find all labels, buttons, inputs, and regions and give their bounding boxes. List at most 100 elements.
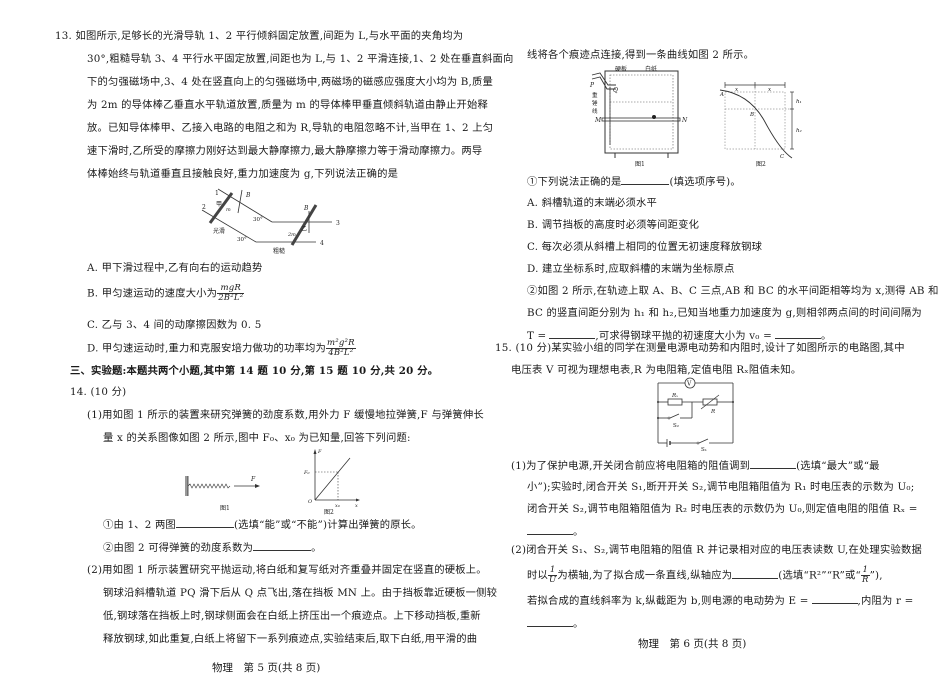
q14-title: 14. (10 分): [70, 386, 127, 398]
answer-blank-2[interactable]: [253, 540, 312, 551]
q15-p2-line4: 。: [527, 616, 584, 631]
t-label: T =: [527, 330, 547, 342]
svg-text:4: 4: [320, 240, 324, 247]
q14-part2-line3: 低,钢球落在挡板上时,钢球侧面会在白纸上挤压出一个痕迹点。上下移动挡板,重新: [103, 610, 481, 622]
page-footer-5: 物理 第 5 页(共 8 页): [212, 662, 321, 674]
q15-p1-line2: 小”);实验时,闭合开关 S₁,断开开关 S₂,调节电阻箱阻值为 R₁ 时电压表…: [527, 481, 915, 493]
line-end: 。: [573, 618, 584, 630]
sub2-text-a: ②由图 2 可得弹簧的劲度系数为: [103, 542, 254, 554]
svg-text:甲: 甲: [216, 201, 222, 208]
q14-2-option-b: B. 调节挡板的高度时必须等间距变化: [527, 219, 700, 231]
svg-text:h₁: h₁: [796, 99, 802, 105]
svg-text:S₂: S₂: [673, 423, 679, 429]
svg-text:光滑: 光滑: [213, 227, 225, 235]
svg-text:2: 2: [202, 204, 206, 211]
svg-text:x₀: x₀: [335, 503, 340, 509]
answer-blank-1[interactable]: [175, 517, 234, 528]
svg-text:B: B: [303, 205, 309, 212]
svg-text:30°: 30°: [237, 237, 247, 243]
svg-text:x: x: [768, 87, 772, 93]
svg-text:O: O: [308, 499, 312, 505]
svg-text:图2: 图2: [756, 161, 766, 168]
sub1-prompt: ①下列说法正确的是: [527, 176, 622, 188]
p2-r-label: ,内阻为 r =: [857, 595, 914, 607]
line-end: 。: [573, 526, 584, 538]
answer-blank-T[interactable]: [549, 328, 596, 339]
svg-text:C: C: [780, 154, 785, 160]
answer-blank-r[interactable]: [527, 616, 573, 627]
p2-text-b: 为横轴,为了拟合成一条直线,纵轴应为: [557, 569, 733, 582]
p1-text-b: (选填“最大”或“最: [796, 460, 880, 472]
answer-blank-E[interactable]: [811, 593, 858, 604]
sub1-text-b: (选填“能”或“不能”)计算出弹簧的原长。: [233, 519, 422, 531]
q15-p1-line3: 闭合开关 S₂,调节电阻箱阻值为 R₂ 时电压表的示数仍为 U₀,则定值电阻的阻…: [527, 503, 918, 515]
q13-line-2: 30°,粗糙导轨 3、4 平行水平固定放置,间距也为 L,与 1、2 平滑连接,…: [87, 53, 514, 65]
continuation-line: 线将各个痕迹点连接,得到一条曲线如图 2 所示。: [527, 49, 755, 61]
svg-text:M: M: [594, 117, 602, 124]
sub1-text-a: ①由 1、2 两图: [103, 519, 176, 531]
svg-text:白纸: 白纸: [645, 65, 657, 73]
svg-text:1: 1: [215, 190, 219, 197]
q13-line-4: 为 2m 的导体棒乙垂直水平轨道放置,质量为 m 的导体棒甲垂直倾斜轨道由静止开…: [87, 99, 488, 111]
svg-text:乙: 乙: [301, 226, 307, 233]
page-5: 13. 如图所示,足够长的光滑导轨 1、2 平行倾斜固定放置,间距为 L,与水平…: [55, 30, 513, 674]
svg-text:线: 线: [592, 107, 598, 115]
option-b-text: B. 甲匀速运动的速度大小为: [87, 287, 218, 300]
svg-text:A: A: [719, 92, 724, 98]
q15-p2-line3: 若拟合成的直线斜率为 k,纵截距为 b,则电源的电动势为 E = ,内阻为 r =: [527, 593, 913, 608]
q13-option-c: C. 乙与 3、4 间的动摩擦因数为 0. 5: [87, 319, 262, 331]
q14-part1-line2: 量 x 的关系图像如图 2 所示,图中 F₀、x₀ 为已知量,回答下列问题:: [103, 432, 411, 444]
q15-line1: 15. (10 分)某实验小组的同学在测量电源电动势和内阻时,设计了如图所示的电…: [495, 342, 905, 354]
svg-text:粗糙: 粗糙: [273, 247, 285, 255]
section-3-heading: 三、实验题:本题共两个小题,其中第 14 题 10 分,第 15 题 10 分,…: [70, 365, 439, 377]
svg-text:图1: 图1: [220, 505, 230, 512]
svg-text:重: 重: [592, 91, 598, 99]
svg-text:3: 3: [336, 220, 340, 227]
q15-line2: 电压表 V 可视为理想电表,R 为电阻箱,定值电阻 Rₓ阻值未知。: [511, 364, 802, 376]
rails-figure: 1 2 3 4 B B 甲 m 乙 2m 30° 30° 光滑 粗糙: [201, 188, 340, 255]
svg-text:m: m: [226, 207, 231, 213]
svg-text:图2: 图2: [324, 509, 334, 516]
svg-text:F: F: [250, 476, 256, 483]
svg-text:x: x: [355, 503, 358, 509]
svg-text:V: V: [686, 381, 692, 388]
projectile-apparatus-figure: 硬板 白纸 P Q 重 锤 线 M N 图1: [589, 65, 688, 168]
svg-text:30°: 30°: [253, 217, 263, 223]
answer-blank-v0[interactable]: [774, 328, 821, 339]
svg-text:Q: Q: [613, 87, 618, 94]
q14-sub2: ②由图 2 可得弹簧的劲度系数为。: [103, 540, 322, 555]
svg-text:R: R: [710, 409, 715, 415]
trajectory-figure: x x A B C h₁ h₂ 图2: [719, 82, 802, 168]
svg-text:N: N: [681, 117, 688, 124]
answer-blank-options[interactable]: [621, 174, 670, 185]
answer-blank-Rx[interactable]: [527, 524, 573, 535]
svg-text:x: x: [735, 87, 739, 93]
q14-2-sub2-line1: ②如图 2 所示,在轨迹上取 A、B、C 三点,AB 和 BC 的水平间距相等均…: [527, 285, 939, 297]
q14-2-option-d: D. 建立坐标系时,应取斜槽的末端为坐标原点: [527, 263, 735, 275]
q15-p2-line1: (2)闭合开关 S₁、S₂,调节电阻箱的阻值 R 并记录相对应的电压表读数 U,…: [511, 544, 922, 556]
svg-text:硬板: 硬板: [615, 65, 627, 73]
answer-blank-max-min[interactable]: [750, 458, 797, 469]
answer-blank-y-axis[interactable]: [732, 568, 779, 579]
svg-text:F₀: F₀: [303, 470, 309, 476]
q14-2-sub1: ①下列说法正确的是(填选项序号)。: [527, 174, 741, 189]
svg-text:Rₓ: Rₓ: [671, 393, 678, 399]
page-footer-6: 物理 第 6 页(共 8 页): [638, 638, 747, 650]
q13-line-3: 下的匀强磁场中,3、4 处在竖直向上的匀强磁场中,两磁场的磁感应强度大小均为 B…: [87, 76, 494, 88]
q14-sub1: ①由 1、2 两图 (选填“能”或“不能”)计算出弹簧的原长。: [103, 517, 422, 532]
p2-emf-label: 若拟合成的直线斜率为 k,纵截距为 b,则电源的电动势为 E =: [527, 595, 809, 607]
q14-part1-line1: (1)用如图 1 所示的装置来研究弹簧的劲度系数,用外力 F 缓慢地拉弹簧,F …: [87, 409, 484, 421]
q13-line-7: 体棒始终与轨道垂直且接触良好,重力加速度为 g,下列说法正确的是: [87, 168, 399, 180]
p2-text-c: (选填“R²”“R”或“: [778, 569, 861, 582]
circuit-diagram: V Rₓ R S₂: [657, 377, 734, 453]
line-end: 。: [820, 330, 832, 342]
q15-p1-line4: 。: [527, 524, 584, 539]
q14-2-sub2-line2: BC 的竖直间距分别为 h₁ 和 h₂,已知当地重力加速度为 g,则相邻两点间的…: [527, 307, 922, 319]
p2-text-a: 时以: [527, 569, 548, 582]
spring-figure-1: F 图1: [185, 476, 260, 512]
